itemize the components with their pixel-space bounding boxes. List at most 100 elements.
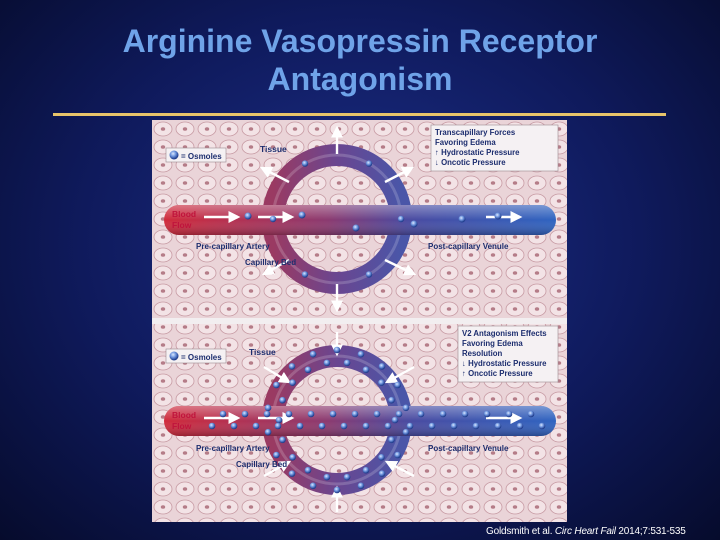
osmole-icon: [394, 381, 401, 389]
osmole-icon: [301, 271, 309, 278]
osmole-icon: [417, 410, 425, 418]
osmole-icon: [273, 381, 280, 389]
blood-flow-label-line1: Blood: [172, 209, 196, 219]
osmole-icon: [264, 404, 272, 412]
osmole-icon: [301, 160, 309, 167]
slide-title: Arginine Vasopressin Receptor Antagonism: [0, 22, 720, 98]
osmole-icon: [384, 422, 392, 430]
post-capillary-venule-label: Post-capillary Venule: [428, 444, 509, 453]
legend-label: = Osmoles: [181, 353, 222, 362]
osmole-icon: [402, 428, 410, 436]
osmole-icon: [458, 215, 466, 223]
outward-arrow-icon: [261, 258, 290, 276]
osmole-icon: [289, 453, 296, 461]
osmole-icon: [329, 410, 337, 418]
osmole-icon: [352, 224, 360, 232]
osmole-icon: [388, 436, 395, 444]
osmoles-legend: [165, 147, 227, 163]
info-line: Resolution: [462, 349, 503, 358]
osmole-icon: [252, 422, 260, 430]
osmole-icon: [402, 404, 410, 412]
osmole-icon: [357, 482, 365, 490]
osmole-icon: [351, 410, 359, 418]
legend-label: = Osmoles: [181, 152, 222, 161]
osmole-icon: [333, 486, 341, 494]
osmole-icon: [264, 428, 272, 436]
outward-arrow-icon: [259, 166, 290, 184]
osmole-icon: [318, 422, 326, 430]
citation-authors: Goldsmith et al.: [486, 526, 553, 537]
osmole-icon: [378, 379, 385, 387]
osmole-icon: [309, 482, 317, 490]
outward-arrow-icon: [384, 166, 415, 184]
osmole-icon: [274, 422, 282, 430]
info-line: Favoring Edema: [435, 138, 496, 147]
osmole-icon: [394, 451, 401, 459]
osmole-icon: [450, 422, 458, 430]
osmole-icon: [304, 466, 312, 474]
osmole-icon: [273, 451, 280, 459]
osmole-icon: [538, 422, 546, 430]
osmole-icon: [323, 473, 331, 481]
inward-arrow-icon: [263, 365, 292, 384]
capillary-diagram: = Osmoles Tissue Blood Flow Pre-capillar…: [152, 120, 567, 522]
blood-flow-label-line1: Blood: [172, 410, 196, 420]
citation: Goldsmith et al. Circ Heart Fail 2014;7:…: [486, 526, 686, 537]
osmole-icon: [395, 410, 403, 418]
osmole-icon: [397, 215, 405, 223]
osmole-icon: [289, 379, 296, 387]
osmole-icon: [494, 422, 502, 430]
osmole-icon: [373, 410, 381, 418]
osmole-icon: [362, 422, 370, 430]
outward-arrow-icon: [384, 258, 417, 276]
title-line-2: Antagonism: [267, 61, 453, 97]
tissue-label: Tissue: [249, 347, 276, 357]
osmole-icon: [340, 422, 348, 430]
osmole-icon: [428, 422, 436, 430]
osmole-icon: [309, 350, 317, 358]
citation-journal: Circ Heart Fail: [554, 526, 616, 537]
blood-flow-label-line2: Flow: [172, 220, 192, 230]
osmole-icon: [362, 466, 370, 474]
osmole-icon: [333, 346, 341, 354]
osmole-icon: [169, 150, 179, 160]
osmoles-legend: [165, 348, 227, 364]
osmole-icon: [244, 212, 252, 220]
transcapillary-forces-box: [430, 124, 559, 172]
osmole-icon: [527, 410, 535, 418]
osmole-icon: [288, 363, 296, 370]
pre-capillary-artery-label: Pre-capillary Artery: [196, 444, 270, 453]
osmole-icon: [516, 422, 524, 430]
osmole-icon: [263, 410, 271, 418]
info-line: V2 Antagonism Effects: [462, 329, 547, 338]
osmole-icon: [307, 410, 315, 418]
post-capillary-venule-label: Post-capillary Venule: [428, 242, 509, 251]
osmole-icon: [391, 416, 399, 424]
osmole-icon: [365, 271, 373, 278]
title-line-1: Arginine Vasopressin Receptor: [122, 23, 598, 59]
osmole-icon: [279, 396, 286, 404]
info-line: ↓ Hydrostatic Pressure: [462, 359, 547, 368]
osmole-icon: [362, 366, 370, 374]
osmole-icon: [378, 363, 386, 370]
osmole-icon: [357, 350, 365, 358]
blood-flow-label-line2: Flow: [172, 421, 192, 431]
osmole-icon: [406, 422, 414, 430]
osmole-icon: [296, 422, 304, 430]
inward-arrow-icon: [384, 460, 415, 478]
osmole-icon: [505, 410, 513, 418]
osmole-icon: [323, 359, 331, 367]
osmole-icon: [208, 422, 216, 430]
v2-antagonism-effects-box: [457, 325, 559, 383]
osmole-icon: [343, 359, 351, 367]
osmole-icon: [378, 453, 385, 461]
osmole-icon: [439, 410, 447, 418]
info-line: Transcapillary Forces: [435, 128, 516, 137]
osmole-icon: [230, 422, 238, 430]
osmole-icon: [298, 211, 306, 219]
capillary-figure: = Osmoles Tissue Blood Flow Pre-capillar…: [152, 120, 567, 522]
osmole-icon: [461, 410, 469, 418]
capillary-bed-label: Capillary Bed: [236, 460, 287, 469]
osmole-icon: [343, 473, 351, 481]
title-divider: [53, 113, 666, 116]
